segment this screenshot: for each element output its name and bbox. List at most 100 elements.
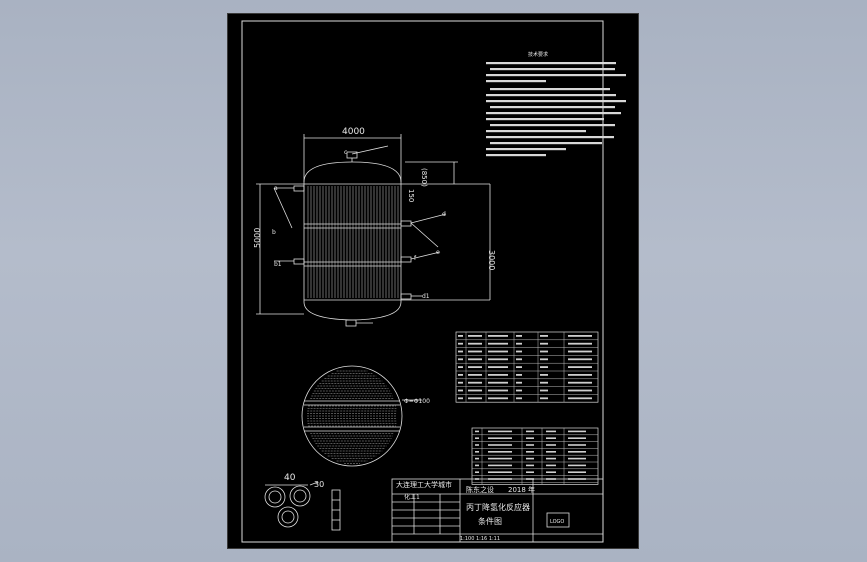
table-cell-text [458, 389, 463, 392]
table-cell-text [540, 381, 548, 384]
table-cell-text [526, 451, 534, 453]
note-line [486, 112, 621, 115]
table-cell-text [488, 451, 512, 453]
table-cell-text [458, 381, 463, 384]
table-frame [455, 331, 599, 403]
table-cell-text [540, 366, 548, 368]
table-cell-text [568, 381, 592, 384]
table-cell-text [488, 430, 512, 433]
table-cell-text [568, 335, 592, 337]
table-cell-text [516, 374, 522, 376]
table-cell-text [516, 335, 522, 337]
note-line [486, 94, 616, 97]
note-line [486, 148, 566, 151]
drawing-canvas: 技术要求 [241, 20, 626, 543]
table-cell-text [568, 342, 592, 345]
note-line [490, 142, 602, 145]
table-cell-text [488, 397, 508, 400]
table-cell-text [546, 437, 556, 439]
table-cell-text [488, 358, 508, 361]
table-cell-text [568, 389, 592, 392]
table-cell-text [458, 335, 463, 337]
table-cell-text [475, 471, 479, 473]
table-cell-text [468, 366, 482, 368]
nozzle-tag: c [344, 149, 347, 156]
table-cell-text [458, 350, 463, 353]
tube-bundle [307, 186, 399, 298]
table-cell-text [516, 358, 522, 361]
table-cell-text [468, 397, 482, 400]
table-cell-text [488, 457, 512, 460]
table-cell-text [488, 374, 508, 376]
table-cell-text [540, 389, 548, 392]
table-cell-text [458, 358, 463, 361]
note-line [486, 80, 546, 83]
table-cell-text [458, 374, 463, 376]
table-cell-text [568, 457, 586, 460]
nozzle-tags: a c d e b1 b f d1 [272, 149, 446, 300]
notes-lines [486, 62, 626, 157]
nozzle-tag: d [442, 211, 446, 218]
table-cell-text [516, 366, 522, 368]
table-cell-text [458, 366, 463, 368]
vessel-elevation [256, 134, 491, 327]
scale-row: 1:100 1:16 1:11 [460, 536, 500, 542]
table-cell-text [568, 397, 592, 400]
table-cell-text [526, 437, 534, 439]
table-cell-text [458, 397, 463, 400]
nozzle-tag: e [436, 249, 440, 256]
table-cell-text [475, 451, 479, 453]
table-cell-text [568, 350, 592, 353]
table-cell-text [488, 437, 512, 439]
table-cell-text [568, 374, 592, 376]
table-cell-text [540, 335, 548, 337]
logo-mark: LOGO [550, 519, 564, 525]
nozzle-tag: a [274, 185, 278, 192]
table-cell-text [468, 350, 482, 353]
table-cell-text [488, 464, 512, 467]
table-cell-text [516, 397, 522, 400]
table-cell-text [526, 464, 534, 467]
table-cell-text [546, 444, 556, 446]
table-cell-text [475, 437, 479, 439]
dim-top: (850) [420, 168, 428, 187]
table-cell-text [526, 457, 534, 460]
table-frame [471, 427, 599, 485]
table-cell-text [516, 389, 522, 392]
dim-height: 5000 [253, 228, 262, 248]
table-cell-text [488, 444, 512, 446]
table-cell-text [526, 430, 534, 433]
detail-dim-a: 40 [284, 473, 296, 483]
table-cell-text [540, 342, 548, 345]
table-cell-text [458, 342, 463, 345]
table-cell-text [568, 464, 586, 467]
dim-diameter: Φ=Φ100 [404, 398, 430, 405]
technical-notes: 技术要求 [486, 51, 626, 157]
title-block [391, 478, 604, 543]
detail-dim-b: 30 [314, 480, 324, 489]
dim-width: 4000 [342, 127, 365, 137]
table-cell-text [568, 437, 586, 439]
dim-flange: 150 [407, 189, 415, 202]
table-cell-text [475, 457, 479, 460]
note-line [486, 130, 586, 133]
note-line [486, 100, 626, 103]
table-cell-text [475, 444, 479, 446]
note-line [486, 136, 614, 139]
table-cell-text [546, 457, 556, 460]
table-cell-text [568, 451, 586, 453]
table-cell-text [468, 374, 482, 376]
nozzle-tag: f [414, 255, 417, 262]
table-cell-text [468, 381, 482, 384]
note-line [490, 68, 615, 71]
table-cell-text [568, 444, 586, 446]
nozzle-tag: b [272, 229, 276, 236]
table-cell-text [468, 389, 482, 392]
tubesheet-plan [301, 365, 422, 467]
drawing-title-2: 条件图 [478, 516, 502, 526]
table-cell-text [546, 430, 556, 433]
table-cell-text [475, 464, 479, 467]
parts-table [471, 427, 599, 485]
designer-name: 陈东之设 [466, 485, 494, 494]
table-cell-text [488, 471, 512, 473]
